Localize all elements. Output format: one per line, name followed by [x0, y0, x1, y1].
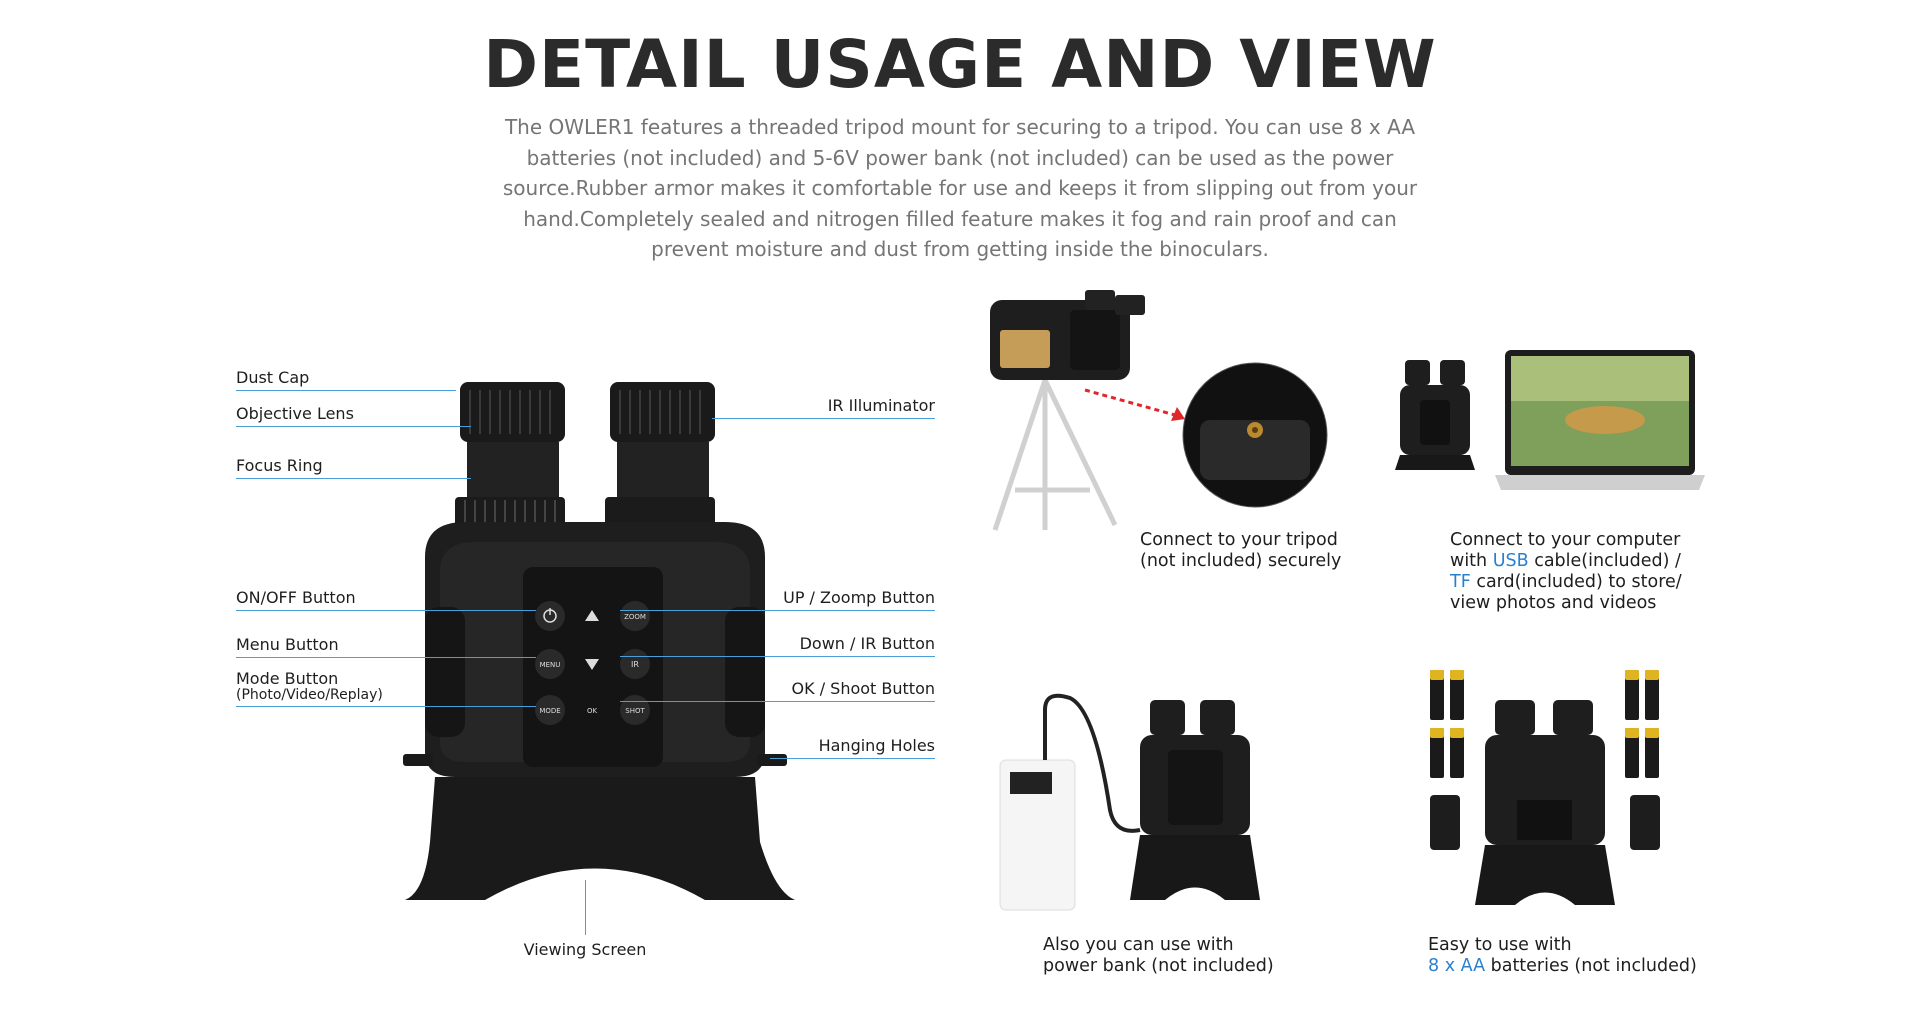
caption-tripod: Connect to your tripod (not included) se… — [1140, 530, 1341, 572]
leader-line-mode-button — [236, 706, 536, 707]
label-menu-button: Menu Button — [236, 635, 339, 654]
binocular-small-image — [1395, 360, 1475, 470]
battery-count-text: 8 x AA — [1428, 956, 1486, 976]
caption-line: TF card(included) to store/ — [1450, 572, 1682, 593]
caption-text: cable(included) / — [1528, 551, 1681, 571]
description-line: The OWLER1 features a threaded tripod mo… — [504, 115, 1416, 139]
caption-computer: Connect to your computer with USB cable(… — [1450, 530, 1682, 614]
caption-power-bank: Also you can use with power bank (not in… — [1043, 935, 1274, 977]
description-line: source.Rubber armor makes it comfortable… — [502, 176, 1418, 200]
caption-text: with — [1450, 551, 1493, 571]
leader-line-on-off-button — [236, 610, 536, 611]
label-ok-shoot-button: OK / Shoot Button — [791, 679, 935, 698]
label-up-zoom-button: UP / Zoomp Button — [783, 588, 935, 607]
caption-text: batteries (not included) — [1485, 956, 1697, 976]
tf-link-text: TF — [1450, 572, 1471, 592]
binocular-main-image: ZOOM MENU IR MODE OK SHOT — [403, 382, 795, 900]
caption-line: Easy to use with — [1428, 935, 1572, 955]
shot-button-label: SHOT — [625, 707, 645, 715]
description-line: batteries (not included) and 5-6V power … — [526, 145, 1394, 170]
caption-text: card(included) to store/ — [1470, 572, 1682, 592]
caption-batteries: Easy to use with 8 x AA batteries (not i… — [1428, 935, 1697, 977]
red-arrow — [1084, 388, 1185, 421]
label-objective-lens: Objective Lens — [236, 404, 354, 423]
leader-line-hanging-holes — [770, 758, 935, 759]
label-hanging-holes: Hanging Holes — [818, 736, 935, 755]
caption-line: with USB cable(included) / — [1450, 551, 1682, 572]
caption-line: (not included) securely — [1140, 551, 1342, 571]
caption-line: view photos and videos — [1450, 593, 1657, 613]
zoom-button-label: ZOOM — [624, 613, 646, 621]
caption-line: Also you can use with — [1043, 935, 1234, 955]
leader-line-menu-button — [236, 657, 536, 658]
caption-line: power bank (not included) — [1043, 956, 1274, 976]
leader-line-ir-illuminator — [712, 418, 935, 419]
label-viewing-screen: Viewing Screen — [523, 940, 647, 959]
caption-line: 8 x AA batteries (not included) — [1428, 956, 1697, 977]
menu-button-label: MENU — [540, 661, 561, 669]
page-title: DETAIL USAGE AND VIEW — [483, 26, 1437, 103]
leader-line-up-zoom-button — [620, 610, 935, 611]
label-dust-cap: Dust Cap — [236, 368, 310, 387]
laptop-image — [1495, 350, 1705, 490]
mode-button-label: MODE — [539, 707, 560, 715]
leader-line-viewing-screen — [585, 880, 586, 935]
description-line: prevent moisture and dust from getting i… — [651, 237, 1269, 261]
label-focus-ring: Focus Ring — [236, 456, 323, 475]
leader-line-focus-ring — [236, 478, 471, 479]
ir-button-label: IR — [631, 660, 639, 669]
batteries-image — [1430, 670, 1660, 905]
leader-line-dust-cap — [236, 390, 456, 391]
leader-line-ok-shoot-button — [620, 701, 935, 702]
caption-line: Connect to your tripod — [1140, 530, 1338, 550]
leader-line-objective-lens — [236, 426, 471, 427]
label-ir-illuminator: IR Illuminator — [827, 396, 935, 415]
power-bank-image — [999, 693, 1260, 911]
label-on-off-button: ON/OFF Button — [236, 588, 356, 607]
caption-line: Connect to your computer — [1450, 530, 1681, 550]
label-down-ir-button: Down / IR Button — [799, 634, 935, 653]
leader-line-down-ir-button — [620, 656, 935, 657]
label-mode-button-sub: (Photo/Video/Replay) — [236, 687, 383, 703]
ok-button-label: OK — [587, 707, 598, 715]
product-description: The OWLER1 features a threaded tripod mo… — [480, 112, 1440, 265]
tripod-mount-closeup — [1182, 362, 1328, 508]
description-line: hand.Completely sealed and nitrogen fill… — [523, 206, 1397, 231]
usb-link-text: USB — [1492, 551, 1529, 571]
tripod-image — [990, 290, 1145, 531]
label-mode-button: Mode Button — [236, 669, 339, 688]
